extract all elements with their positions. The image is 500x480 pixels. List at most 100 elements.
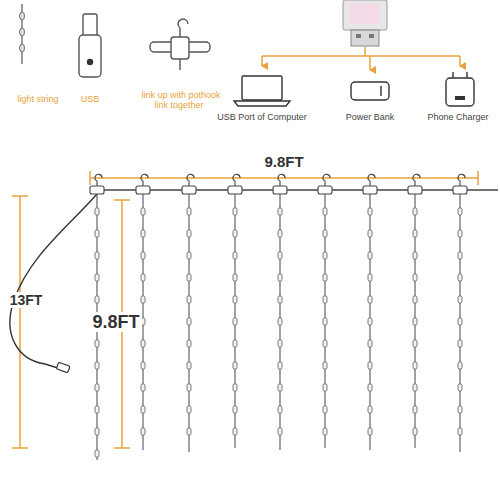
usb-cord	[10, 194, 97, 368]
led-bulb	[95, 208, 99, 215]
led-bulb	[323, 406, 327, 413]
curtain-height-dimension-line	[114, 447, 130, 449]
pothook	[368, 174, 375, 186]
led-bulb	[187, 340, 191, 347]
led-bulb	[141, 274, 145, 281]
width-dimension-line	[90, 171, 478, 185]
usb-plug-picture	[351, 30, 379, 46]
led-bulb	[323, 384, 327, 391]
led-bulb	[233, 318, 237, 325]
led-bulb	[413, 340, 417, 347]
led-bulb	[278, 384, 282, 391]
led-bulb	[278, 296, 282, 303]
led-bulb	[187, 406, 191, 413]
pothook	[458, 174, 465, 186]
pothook	[187, 174, 194, 186]
text-patch: link up with pothook link together	[139, 90, 220, 110]
led-bulb	[368, 296, 372, 303]
dimension-label: 9.8FT	[83, 312, 149, 333]
led-bulb	[368, 406, 372, 413]
led-bulb	[368, 252, 372, 259]
led-bulb	[323, 296, 327, 303]
light-string-icon	[20, 12, 25, 20]
light-strand	[318, 174, 332, 448]
power-source-caption: Power Bank	[338, 112, 402, 122]
led-bulb	[413, 274, 417, 281]
power-source-bracket	[262, 47, 460, 70]
led-bulb	[323, 208, 327, 215]
icon-caption: link up with pothook link together	[135, 90, 225, 111]
led-bulb	[187, 296, 191, 303]
text-patch: 9.8FT	[262, 153, 305, 170]
phone-charger-icon	[446, 72, 474, 106]
led-bulb	[458, 274, 462, 281]
led-bulb	[187, 384, 191, 391]
led-bulb	[323, 428, 327, 435]
led-bulb	[141, 252, 145, 259]
led-bulb	[233, 296, 237, 303]
light-strand	[363, 174, 377, 450]
top-wire	[90, 189, 498, 190]
power-bank-icon	[351, 82, 389, 100]
icon-caption: USB	[70, 94, 110, 104]
led-bulb	[278, 362, 282, 369]
led-bulb	[278, 230, 282, 237]
led-bulb	[368, 340, 372, 347]
led-bulb	[458, 208, 462, 215]
led-bulb	[413, 406, 417, 413]
text-patch: Power Bank	[344, 112, 397, 122]
led-bulb	[141, 362, 145, 369]
led-bulb	[413, 384, 417, 391]
power-source-caption: Phone Charger	[422, 112, 494, 122]
text-patch: 13FT	[8, 292, 45, 308]
usb-controller-icon	[83, 14, 97, 36]
power-source-bracket	[369, 56, 371, 70]
led-bulb	[368, 384, 372, 391]
led-bulb	[278, 252, 282, 259]
strand-connector	[182, 186, 196, 194]
light-strand	[273, 174, 287, 450]
pothook	[141, 174, 148, 186]
led-bulb	[233, 252, 237, 259]
strand-connector	[90, 186, 104, 194]
usb-plug-picture	[343, 0, 387, 30]
led-bulb	[368, 318, 372, 325]
led-bulb	[95, 274, 99, 281]
laptop-icon	[242, 76, 282, 100]
led-bulb	[141, 340, 145, 347]
text-patch: 9.8FT	[90, 312, 141, 332]
led-bulb	[413, 230, 417, 237]
led-bulb	[323, 340, 327, 347]
led-bulb	[187, 230, 191, 237]
led-bulb	[458, 406, 462, 413]
led-bulb	[323, 362, 327, 369]
light-strand	[408, 174, 422, 448]
dimension-label: 13FT	[3, 292, 49, 308]
power-bank-icon	[351, 82, 389, 100]
light-strand	[228, 174, 242, 448]
strand-connector	[363, 186, 377, 194]
width-dimension-line	[89, 171, 91, 185]
pothook	[95, 174, 102, 186]
text-patch: USB Port of Computer	[215, 112, 309, 122]
power-source-bracket	[459, 56, 461, 66]
led-bulb	[187, 362, 191, 369]
led-bulb	[278, 274, 282, 281]
pothook	[323, 174, 330, 186]
usb-controller-icon	[79, 14, 101, 77]
total-height-dimension-line	[12, 447, 28, 449]
strand-connector	[408, 186, 422, 194]
usb-controller-icon	[87, 59, 93, 65]
led-bulb	[233, 274, 237, 281]
led-bulb	[368, 428, 372, 435]
usb-plug-picture	[343, 0, 387, 46]
usb-plug-picture	[369, 34, 374, 38]
led-bulb	[458, 318, 462, 325]
pothook-connector-icon	[150, 19, 210, 70]
led-bulb	[458, 230, 462, 237]
phone-charger-icon	[466, 72, 467, 78]
power-source-bracket	[364, 47, 366, 56]
usb-controller-icon	[79, 35, 101, 77]
led-bulb	[233, 406, 237, 413]
